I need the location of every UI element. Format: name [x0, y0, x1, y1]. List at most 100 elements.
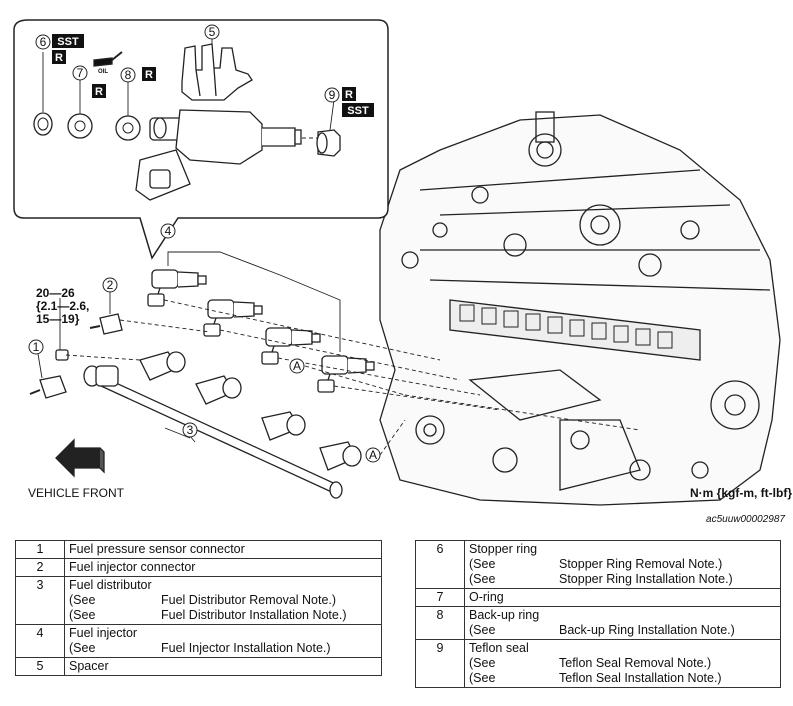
- reference-prefix: (See: [469, 557, 496, 571]
- callout-4: 4: [165, 224, 172, 238]
- injector-detail: [135, 109, 302, 201]
- fuel-injector-connector: [89, 313, 123, 335]
- sst-badge: SST: [347, 105, 369, 117]
- part-description: Back-up ring(See Back-up Ring Installatio…: [464, 606, 781, 640]
- part-description: Fuel injector connector: [64, 558, 382, 577]
- oil-can-icon: [93, 51, 123, 67]
- vehicle-front-label: VEHICLE FRONT: [28, 486, 125, 500]
- part-name: Fuel injector: [69, 626, 138, 640]
- reference-prefix: (See: [469, 671, 496, 685]
- replace-badge: R: [55, 52, 63, 64]
- o-ring: [67, 113, 93, 139]
- connector-a-label: A: [293, 359, 301, 373]
- callout-6: 6: [40, 35, 47, 49]
- part-number: 9: [415, 639, 465, 688]
- reference-note: (See Back-up Ring Installation Note.): [469, 623, 776, 638]
- reference-note: (See Stopper Ring Installation Note.): [469, 572, 776, 587]
- reference-note: (See Stopper Ring Removal Note.): [469, 557, 776, 572]
- reference-text[interactable]: Back-up Ring Installation Note.): [559, 623, 735, 637]
- replace-badge: R: [95, 86, 103, 98]
- callout-8: 8: [125, 68, 132, 82]
- part-name: Fuel pressure sensor connector: [69, 542, 245, 556]
- callout-5: 5: [209, 25, 216, 39]
- part-number: 5: [15, 657, 65, 676]
- oil-label: OIL: [98, 69, 108, 75]
- sst-badge: SST: [57, 36, 79, 48]
- fuel-pressure-sensor-connector: [29, 375, 67, 399]
- torque-units-label: N·m {kgf-m, ft-lbf}: [690, 486, 792, 500]
- table-row: 7 O-ring: [415, 588, 781, 607]
- torque-spec-line1: 20—26: [36, 286, 75, 300]
- back-up-ring: [115, 115, 141, 141]
- table-row: 5 Spacer: [15, 657, 382, 676]
- exploded-parts-diagram: 6 7 8 5 9 4 2 1 3 A A SST R R R R SST OI…: [13, 19, 792, 506]
- part-name: Back-up ring: [469, 608, 540, 622]
- part-description: O-ring: [464, 588, 781, 607]
- part-description: Spacer: [64, 657, 382, 676]
- part-description: Fuel injector(See Fuel Injector Installat…: [64, 624, 382, 658]
- part-name: Fuel injector connector: [69, 560, 196, 574]
- reference-text[interactable]: Fuel Injector Installation Note.): [161, 641, 331, 655]
- spacer-part: [181, 43, 253, 101]
- reference-prefix: (See: [69, 608, 96, 622]
- vehicle-front-arrow-icon: [55, 438, 105, 478]
- reference-note: (See Fuel Distributor Installation Note.): [69, 608, 377, 623]
- figure-reference: ac5uuw00002987: [706, 514, 785, 525]
- part-name: Teflon seal: [469, 641, 529, 655]
- reference-text[interactable]: Stopper Ring Installation Note.): [559, 572, 733, 586]
- teflon-seal: [316, 129, 341, 157]
- table-row: 1 Fuel pressure sensor connector: [15, 540, 382, 559]
- callout-2: 2: [107, 278, 114, 292]
- reference-prefix: (See: [469, 623, 496, 637]
- part-number: 7: [415, 588, 465, 607]
- table-row: 8 Back-up ring(See Back-up Ring Installati…: [415, 606, 781, 640]
- reference-prefix: (See: [469, 656, 496, 670]
- reference-text[interactable]: Stopper Ring Removal Note.): [559, 557, 723, 571]
- fuel-injectors: [147, 251, 375, 393]
- reference-text[interactable]: Fuel Distributor Removal Note.): [161, 593, 337, 607]
- callout-1: 1: [33, 340, 40, 354]
- stopper-ring: [33, 112, 53, 136]
- part-number: 8: [415, 606, 465, 640]
- part-name: Fuel distributor: [69, 578, 152, 592]
- part-number: 1: [15, 540, 65, 559]
- replace-badge: R: [345, 89, 353, 101]
- reference-text[interactable]: Teflon Seal Installation Note.): [559, 671, 722, 685]
- part-name: Spacer: [69, 659, 109, 673]
- reference-note: (See Teflon Seal Removal Note.): [469, 656, 776, 671]
- fuel-distributor: [83, 351, 362, 499]
- part-name: Stopper ring: [469, 542, 538, 556]
- callout-9: 9: [329, 88, 336, 102]
- reference-prefix: (See: [469, 572, 496, 586]
- part-description: Fuel pressure sensor connector: [64, 540, 382, 559]
- reference-text[interactable]: Teflon Seal Removal Note.): [559, 656, 712, 670]
- part-number: 3: [15, 576, 65, 625]
- engine-cylinder-head: [379, 111, 781, 506]
- callout-7: 7: [77, 66, 84, 80]
- reference-prefix: (See: [69, 593, 96, 607]
- torque-spec-line2: {2.1—2.6,: [36, 299, 89, 313]
- part-number: 6: [415, 540, 465, 589]
- table-row: 2 Fuel injector connector: [15, 558, 382, 577]
- table-row: 4 Fuel injector(See Fuel Injector Installa…: [15, 624, 382, 658]
- torque-spec-line3: 15—19}: [36, 312, 80, 326]
- part-number: 2: [15, 558, 65, 577]
- callout-3: 3: [187, 423, 194, 437]
- part-number: 4: [15, 624, 65, 658]
- replace-badge: R: [145, 69, 153, 81]
- reference-note: (See Fuel Distributor Removal Note.): [69, 593, 377, 608]
- reference-note: (See Teflon Seal Installation Note.): [469, 671, 776, 686]
- part-name: O-ring: [469, 590, 504, 604]
- reference-note: (See Fuel Injector Installation Note.): [69, 641, 377, 656]
- reference-prefix: (See: [69, 641, 96, 655]
- reference-text[interactable]: Fuel Distributor Installation Note.): [161, 608, 347, 622]
- connector-a-label: A: [369, 448, 377, 462]
